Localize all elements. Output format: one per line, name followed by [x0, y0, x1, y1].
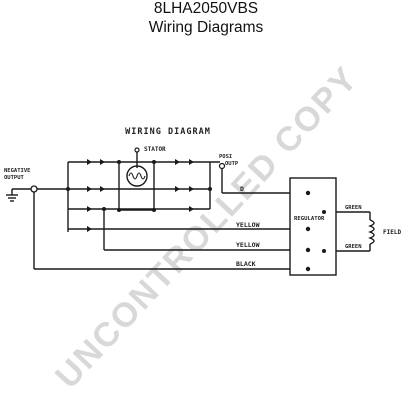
- negative-output-terminal: [30, 185, 38, 193]
- wire-label-green-bottom: GREEN: [345, 244, 362, 250]
- wire-label-yellow-2: YELLOW: [236, 241, 260, 249]
- stator-winding-icon: [126, 165, 148, 187]
- diode: [87, 206, 92, 212]
- diode: [189, 159, 194, 165]
- diode: [87, 186, 92, 192]
- diode: [189, 186, 194, 192]
- positive-output-label-line1: POSI: [219, 154, 232, 160]
- wire-label-yellow-1: YELLOW: [236, 221, 260, 229]
- diode: [100, 159, 105, 165]
- negative-output-label-line2: OUTPUT: [4, 175, 25, 181]
- page-subtitle: Wiring Diagrams: [148, 19, 264, 36]
- diode: [87, 159, 92, 165]
- diode-set: [87, 159, 194, 232]
- diode: [175, 159, 180, 165]
- junction-dots: [66, 160, 212, 212]
- negative-output-label-line1: NEGATIVE: [4, 168, 31, 174]
- field-label: FIELD: [383, 229, 401, 236]
- ground-icon: [6, 189, 18, 202]
- wire-label-black: BLACK: [236, 260, 256, 268]
- field-coil-icon: [368, 219, 375, 245]
- diagram-heading: WIRING DIAGRAM: [125, 127, 211, 137]
- regulator-box: [289, 177, 337, 276]
- diode: [100, 186, 105, 192]
- page-title: 8LHA2050VBS: [153, 0, 259, 17]
- diode: [175, 186, 180, 192]
- wire-label-red: D: [240, 185, 244, 193]
- diode: [189, 206, 194, 212]
- positive-output-terminal: [218, 162, 226, 170]
- positive-output-label-line2: OUTP: [225, 161, 239, 167]
- regulator-label: REGULATOR: [294, 216, 325, 222]
- stator-terminal: [134, 147, 140, 153]
- diode: [87, 226, 92, 232]
- wire-label-green-top: GREEN: [345, 205, 362, 211]
- stator-label: STATOR: [144, 146, 166, 153]
